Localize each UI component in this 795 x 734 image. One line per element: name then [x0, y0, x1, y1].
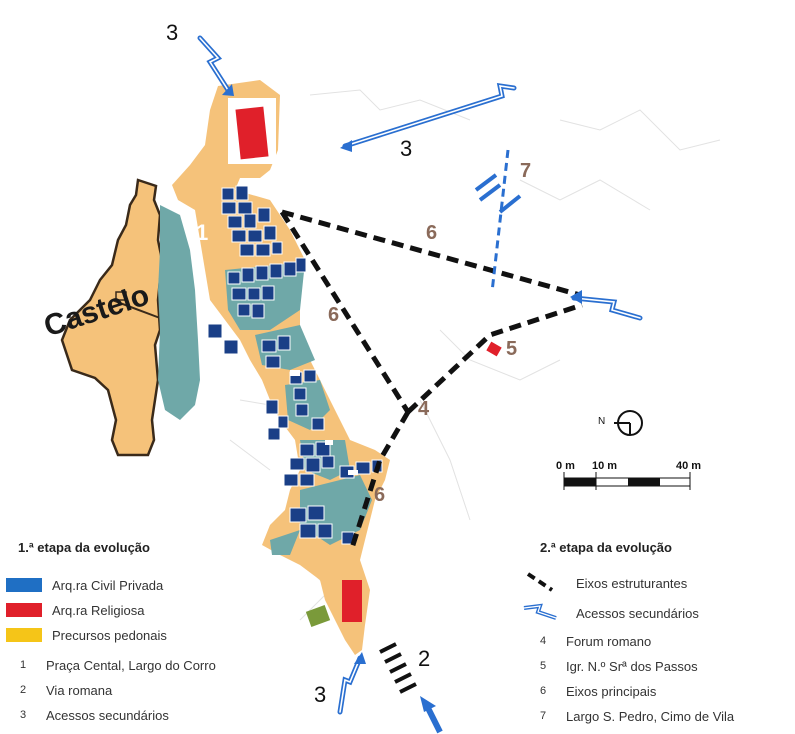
legend2-numbered-7: 7 Largo S. Pedro, Cimo de Vila: [540, 707, 734, 725]
scale-label-0: 0 m: [556, 460, 575, 472]
legend1-index-3: 3: [20, 709, 27, 721]
legend2-index-5: 5: [540, 660, 547, 672]
legend2-item-axes-label: Eixos estruturantes: [576, 575, 688, 591]
legend1-item-religious: Arq.ra Religiosa: [6, 601, 145, 619]
largo-s-pedro-marks: [474, 173, 522, 214]
legend2-numbered-4-label: Forum romano: [566, 633, 652, 649]
legend1-item-pedestrian-label: Precursos pedonais: [52, 627, 167, 643]
legend2-index-4: 4: [540, 635, 547, 647]
north-label: N: [598, 416, 606, 427]
swatch-civil: [6, 578, 42, 592]
swatch-religious: [6, 603, 42, 617]
legend1-numbered-2-label: Via romana: [46, 682, 113, 698]
scale-bar: [563, 472, 691, 490]
religious-building-south: [342, 580, 362, 622]
legend1-item-civil-label: Arq.ra Civil Privada: [52, 577, 164, 593]
label-2: 2: [418, 646, 431, 671]
castle-tower: [115, 291, 127, 301]
legend1-title: 1.ª etapa da evolução: [18, 540, 150, 555]
legend2-numbered-6-label: Eixos principais: [566, 683, 657, 699]
swatch-pedestrian: [6, 628, 42, 642]
largo-s-pedro-axis: [490, 149, 510, 293]
arrowhead-right: [570, 290, 582, 304]
legend2-title: 2.ª etapa da evolução: [540, 540, 672, 555]
label-3-top: 3: [166, 20, 179, 45]
label-3-mid: 3: [400, 136, 413, 161]
arrowhead-mid: [340, 140, 352, 152]
legend1-numbered-3-label: Acessos secundários: [46, 707, 169, 723]
label-1: 1: [196, 220, 209, 245]
legend1-index-2: 2: [20, 684, 27, 696]
north-arrow-icon: [614, 410, 643, 436]
religious-building-north: [235, 106, 269, 160]
label-6-bottom: 6: [374, 484, 386, 506]
legend2-item-access: Acessos secundários: [576, 604, 699, 622]
arrowhead-bottom: [354, 652, 366, 664]
via-romana-hatch: [379, 642, 417, 694]
legend1-index-1: 1: [20, 659, 27, 671]
label-4: 4: [418, 398, 430, 420]
castle-inner-wall: [111, 299, 161, 319]
legend2-numbered-6: 6 Eixos principais: [540, 682, 656, 700]
legend2-item-axes: Eixos estruturantes: [576, 574, 687, 592]
label-7: 7: [520, 160, 532, 182]
legend1-numbered-1: 1 Praça Cental, Largo do Corro: [20, 656, 216, 674]
olive-plot: [305, 605, 331, 627]
legend1-numbered-3: 3 Acessos secundários: [20, 706, 169, 724]
legend2-numbered-5-label: Igr. N.º Srª dos Passos: [566, 658, 698, 674]
religious-building-passos: [486, 341, 502, 357]
legend2-numbered-4: 4 Forum romano: [540, 632, 651, 650]
label-3-bottom: 3: [314, 682, 327, 707]
white-gaps: [290, 370, 358, 475]
label-6-top: 6: [426, 222, 438, 244]
arrowhead-top: [222, 84, 234, 96]
legend-access-symbol: [523, 603, 557, 620]
legend1-numbered-1-label: Praça Cental, Largo do Corro: [46, 657, 216, 673]
label-6-left: 6: [328, 304, 340, 326]
private-civil-buildings: [207, 185, 383, 545]
teal-zone-west: [158, 205, 200, 420]
legend2-item-access-label: Acessos secundários: [576, 605, 699, 621]
legend2-index-7: 7: [540, 710, 547, 722]
legend1-numbered-2: 2 Via romana: [20, 681, 112, 699]
legend2-numbered-7-label: Largo S. Pedro, Cimo de Vila: [566, 708, 735, 724]
via-romana-arrowhead: [420, 696, 436, 712]
label-5: 5: [506, 338, 518, 360]
legend2-index-6: 6: [540, 685, 547, 697]
legend-axis-symbol: [526, 572, 554, 592]
legend1-item-religious-label: Arq.ra Religiosa: [52, 602, 145, 618]
legend1-item-pedestrian: Precursos pedonais: [6, 626, 167, 644]
secondary-access-arrows: [197, 35, 643, 715]
scale-label-40: 40 m: [676, 460, 702, 472]
legend1-item-civil: Arq.ra Civil Privada: [6, 576, 163, 594]
scale-label-10: 10 m: [592, 460, 618, 472]
legend2-numbered-5: 5 Igr. N.º Srª dos Passos: [540, 657, 698, 675]
structuring-axes: [279, 209, 583, 549]
via-romana-arrow: [425, 706, 443, 734]
